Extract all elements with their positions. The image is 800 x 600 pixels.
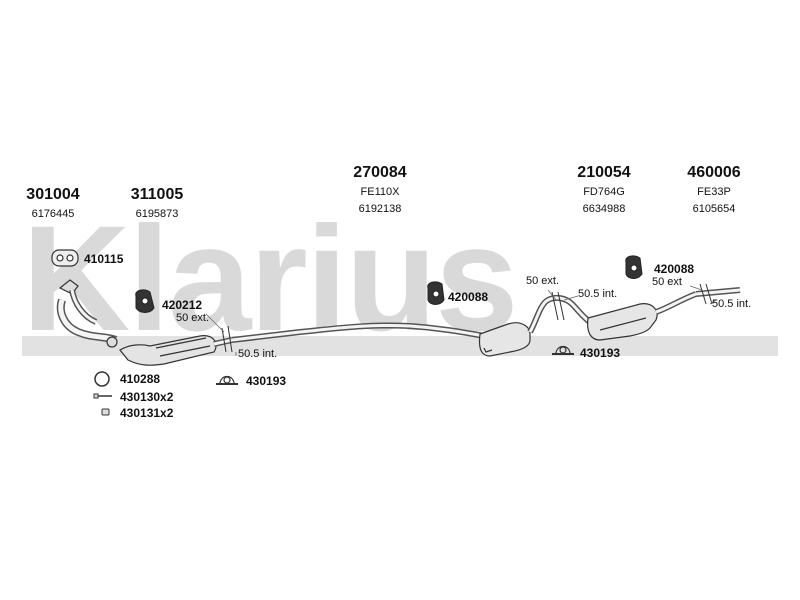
clamp-front-icon[interactable]: [216, 375, 238, 385]
oem-number: 6176445: [31, 208, 75, 220]
sub-code: FD764G: [583, 186, 625, 198]
part-downpipe[interactable]: 301004 6176445: [18, 186, 88, 221]
nut-icon[interactable]: [101, 408, 110, 416]
part-rear-silencer[interactable]: 460006 FE33P 6105654: [674, 164, 754, 216]
intermediate-pipe[interactable]: [231, 322, 485, 343]
clamp-rear-code[interactable]: 430193: [580, 346, 621, 360]
oem-number: 6195873: [135, 208, 179, 220]
catalytic-converter[interactable]: [119, 335, 233, 366]
part-intermediate-pipe[interactable]: 270084 FE110X 6192138: [340, 164, 420, 216]
hanger-rear-code[interactable]: 420088: [654, 262, 695, 276]
front-ext-note: 50 ext.: [176, 312, 210, 324]
sealing-ring-code[interactable]: 410288: [120, 372, 161, 386]
part-middle-silencer[interactable]: 210054 FD764G 6634988: [564, 164, 644, 216]
part-number: 301004: [26, 186, 80, 203]
rubber-hanger-mid-icon[interactable]: [427, 281, 445, 305]
joint-markers: [221, 283, 713, 353]
oem-number: 6192138: [358, 203, 402, 215]
sub-code: FE33P: [697, 186, 731, 198]
mid-int-note: 50.5 int.: [578, 288, 618, 300]
part-catalyst[interactable]: 311005 6195873: [122, 186, 192, 221]
rubber-hanger-rear-icon[interactable]: [625, 255, 643, 279]
gasket-code[interactable]: 410115: [84, 252, 124, 266]
sub-code: FE110X: [360, 186, 400, 198]
clamp-rear-icon[interactable]: [552, 345, 574, 355]
part-number: 311005: [130, 186, 184, 203]
hanger-mid-code[interactable]: 420088: [448, 290, 489, 304]
hanger-front-code[interactable]: 420212: [162, 298, 203, 312]
leader-lines: [205, 285, 717, 356]
rear-ext-note: 50 ext: [652, 276, 682, 288]
nut-code[interactable]: 430131x2: [120, 406, 174, 420]
gasket-icon[interactable]: [51, 249, 79, 267]
part-number: 460006: [687, 164, 741, 181]
bolt-icon[interactable]: [93, 393, 112, 399]
rubber-hanger-front-icon[interactable]: [135, 289, 155, 313]
front-int-note: 50.5 int.: [238, 348, 278, 360]
middle-silencer[interactable]: [478, 294, 592, 357]
front-downpipe[interactable]: [56, 279, 118, 348]
sealing-ring-icon[interactable]: [94, 371, 110, 387]
oem-number: 6105654: [692, 203, 736, 215]
watermark-logo: Klarius: [22, 222, 519, 334]
tailpipe[interactable]: [695, 287, 741, 297]
bolt-code[interactable]: 430130x2: [120, 390, 174, 404]
part-number: 210054: [577, 164, 631, 181]
mid-ext-note: 50 ext.: [526, 275, 560, 287]
rear-silencer[interactable]: [587, 291, 698, 341]
clamp-front-code[interactable]: 430193: [246, 374, 287, 388]
rear-int-note: 50.5 int.: [712, 298, 752, 310]
part-number: 270084: [353, 164, 407, 181]
oem-number: 6634988: [582, 203, 626, 215]
